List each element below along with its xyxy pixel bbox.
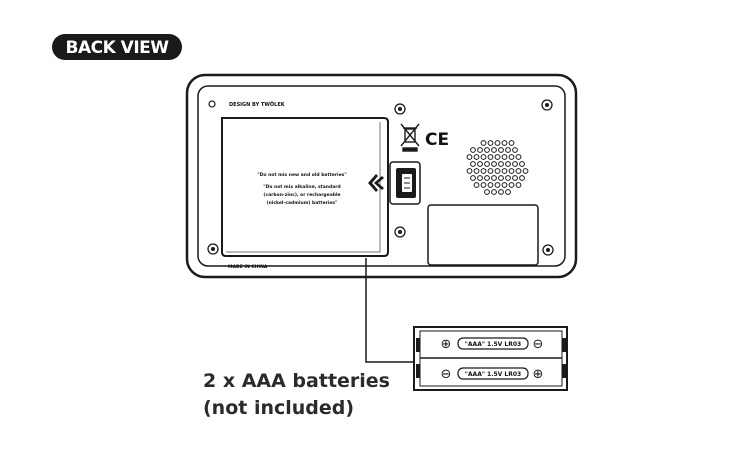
speaker-hole — [515, 154, 522, 160]
speaker-grille — [466, 140, 529, 195]
cell-label: "AAA" 1.5V LR03 — [465, 371, 521, 378]
speaker-hole — [480, 154, 487, 160]
caption-line-1: 2 x AAA batteries — [203, 370, 390, 392]
battery-cover: "Do not mix new and old batteries" "Do n… — [221, 117, 389, 257]
speaker-hole — [512, 161, 518, 167]
title-badge: BACK VIEW — [52, 34, 182, 60]
speaker-hole — [501, 140, 508, 146]
label-plate — [427, 204, 539, 266]
screw-icon — [207, 243, 219, 255]
speaker-hole — [480, 182, 487, 188]
speaker-hole — [491, 175, 497, 181]
negative-terminal-icon: ⊖ — [441, 367, 452, 382]
speaker-hole — [487, 168, 494, 174]
speaker-hole — [508, 182, 515, 188]
speaker-hole — [498, 147, 504, 153]
speaker-hole — [494, 182, 501, 188]
speaker-hole — [473, 154, 480, 160]
speaker-hole — [505, 189, 511, 195]
speaker-hole — [515, 168, 522, 174]
speaker-hole — [505, 161, 511, 167]
speaker-hole — [473, 182, 480, 188]
brand-text: DESIGN BY TWÖLEK — [229, 101, 286, 108]
slide-switch — [389, 161, 421, 205]
battery-warning-1: "Do not mix new and old batteries" — [257, 172, 346, 178]
positive-terminal-icon: ⊕ — [533, 367, 544, 382]
speaker-hole — [484, 161, 490, 167]
battery-warning-2b: (carbon-zinc), or rechargeable — [263, 192, 340, 198]
negative-terminal-icon: ⊖ — [533, 337, 544, 352]
speaker-hole — [508, 154, 515, 160]
speaker-hole — [477, 161, 483, 167]
speaker-hole — [505, 147, 511, 153]
speaker-hole — [487, 182, 494, 188]
speaker-hole — [466, 168, 473, 174]
cell-label: "AAA" 1.5V LR03 — [465, 341, 521, 348]
speaker-hole — [498, 189, 504, 195]
speaker-hole — [494, 140, 501, 146]
grip-arrow-icon — [368, 174, 384, 192]
battery-cell: ⊕ "AAA" 1.5V LR03 ⊖ — [441, 337, 544, 352]
speaker-hole — [484, 189, 490, 195]
speaker-hole — [519, 161, 525, 167]
speaker-hole — [494, 154, 501, 160]
speaker-hole — [491, 189, 497, 195]
battery-cell: ⊖ "AAA" 1.5V LR03 ⊕ — [441, 367, 544, 382]
speaker-hole — [477, 175, 483, 181]
title-badge-pill — [52, 34, 182, 60]
speaker-hole — [473, 168, 480, 174]
speaker-hole — [491, 161, 497, 167]
battery-warning-2a: "Do not mix alkaline, standard — [263, 184, 340, 190]
speaker-hole — [494, 168, 501, 174]
speaker-hole — [522, 168, 529, 174]
speaker-hole — [498, 175, 504, 181]
screw-icon — [394, 226, 406, 238]
speaker-hole — [487, 154, 494, 160]
battery-warning-2c: (nickel-cadmium) batteries" — [267, 200, 338, 206]
speaker-hole — [491, 147, 497, 153]
speaker-hole — [505, 175, 511, 181]
speaker-hole — [501, 182, 508, 188]
positive-terminal-icon: ⊕ — [441, 337, 452, 352]
speaker-hole — [480, 168, 487, 174]
leader-line — [365, 258, 414, 363]
speaker-hole — [501, 168, 508, 174]
ce-mark: CE — [425, 130, 449, 150]
speaker-hole — [466, 154, 473, 160]
battery-holder: ⊕ "AAA" 1.5V LR03 ⊖ ⊖ "AAA" 1.5V LR03 ⊕ — [413, 326, 568, 391]
speaker-hole — [470, 161, 476, 167]
screw-icon — [541, 99, 553, 111]
device-back: DESIGN BY TWÖLEK "Do not mix new and old… — [185, 73, 578, 279]
screw-icon — [542, 244, 554, 256]
speaker-hole — [487, 140, 494, 146]
speaker-hole — [484, 175, 490, 181]
speaker-hole — [519, 175, 525, 181]
speaker-hole — [484, 147, 490, 153]
speaker-hole — [512, 175, 518, 181]
speaker-hole — [501, 154, 508, 160]
speaker-hole — [515, 182, 522, 188]
speaker-hole — [480, 140, 487, 146]
title-text: BACK VIEW — [65, 38, 169, 58]
speaker-hole — [470, 147, 476, 153]
made-in-text: MADE IN CHINA — [228, 264, 268, 270]
speaker-hole — [498, 161, 504, 167]
speaker-hole — [477, 147, 483, 153]
screw-icon — [394, 103, 406, 115]
caption-line-2: (not included) — [203, 397, 354, 419]
speaker-hole — [508, 140, 515, 146]
indicator-hole — [208, 100, 216, 108]
speaker-hole — [508, 168, 515, 174]
battery-cover-outline — [221, 117, 389, 257]
weee-bin-icon — [400, 123, 420, 152]
speaker-hole — [512, 147, 518, 153]
speaker-hole — [470, 175, 476, 181]
